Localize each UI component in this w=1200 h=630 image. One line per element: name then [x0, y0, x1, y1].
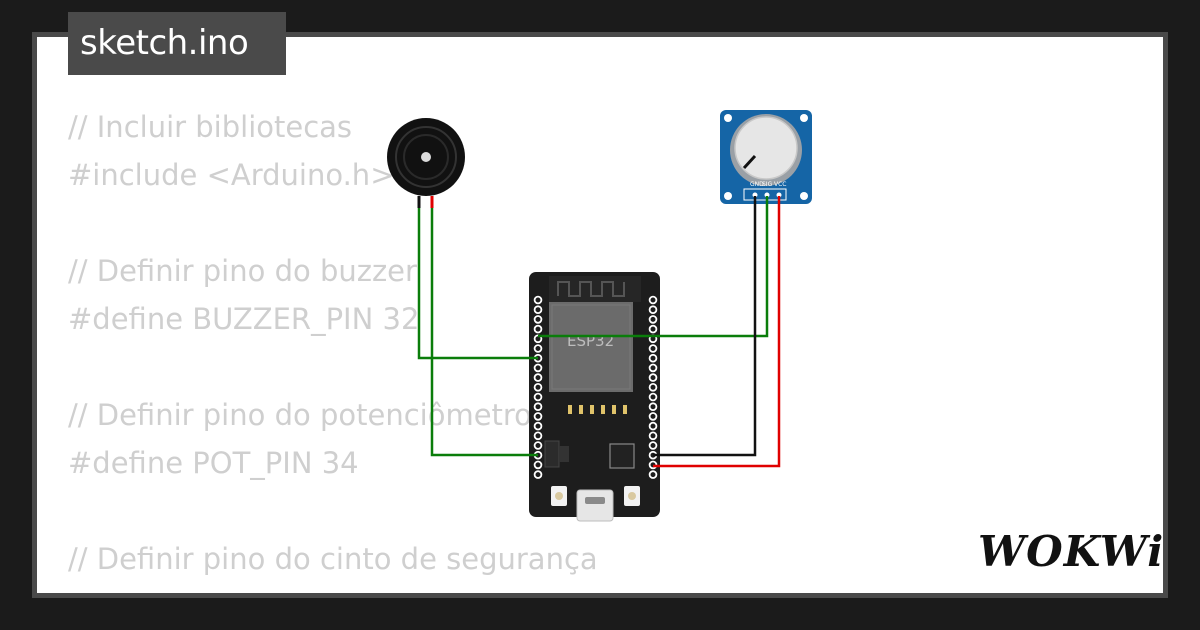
header-pin[interactable] [533, 295, 543, 305]
header-pin[interactable] [533, 441, 543, 450]
module-pad [579, 405, 583, 414]
header-pin[interactable] [648, 315, 658, 324]
header-pin[interactable] [648, 470, 658, 479]
potentiometer-knob-indicator [742, 154, 757, 170]
header-pin[interactable] [533, 470, 543, 479]
esp32-module [549, 302, 633, 392]
buzzer[interactable] [387, 118, 465, 208]
code-line: #include <Arduino.h> [68, 158, 395, 192]
header-pin[interactable] [533, 460, 543, 470]
usb-uart-chip [609, 443, 635, 469]
usb-port[interactable] [576, 489, 614, 522]
wires [417, 196, 781, 468]
header-pin[interactable] [648, 402, 658, 412]
header-pin[interactable] [533, 431, 543, 441]
code-line: // Incluir bibliotecas [68, 110, 353, 144]
header-pin[interactable] [648, 344, 658, 353]
potentiometer-pin-label: VCC [774, 181, 786, 188]
header-pin[interactable] [648, 363, 658, 373]
header-pin[interactable] [533, 402, 543, 412]
code-line: // Definir pino do potenciômetro [68, 398, 532, 432]
right-pin-header [648, 295, 658, 479]
header-pin[interactable] [648, 441, 658, 450]
header-pin[interactable] [533, 305, 543, 315]
header-pin[interactable] [648, 382, 658, 392]
header-pin[interactable] [533, 373, 543, 382]
header-pin[interactable] [648, 392, 658, 402]
code-line: #define POT_PIN 34 [68, 446, 359, 480]
header-pin[interactable] [533, 363, 543, 373]
module-pad [568, 405, 572, 414]
header-pin[interactable] [648, 295, 658, 305]
wire-buzzer-negative[interactable] [417, 208, 538, 360]
esp32-board[interactable]: ESP32 [529, 272, 660, 522]
header-pin[interactable] [533, 324, 543, 334]
header-pin[interactable] [648, 353, 658, 363]
header-pin[interactable] [533, 392, 543, 402]
module-pad [623, 405, 627, 414]
header-pin[interactable] [648, 324, 658, 334]
header-pin[interactable] [648, 421, 658, 431]
code-line: // Definir pino do buzzer [68, 254, 417, 288]
esp32-chip-label: ESP32 [567, 332, 614, 350]
header-pin[interactable] [533, 382, 543, 392]
potentiometer-pin-label: GND [750, 181, 764, 188]
wire-pot-power[interactable] [653, 196, 781, 468]
module-pad [612, 405, 616, 414]
header-pin[interactable] [648, 305, 658, 315]
module-pads [568, 405, 627, 414]
header-pin[interactable] [533, 412, 543, 421]
code-line: #define SEATBELT_PIN 26 [68, 583, 598, 593]
antenna-trace [557, 281, 625, 297]
code-line: // Definir pino do cinto de segurança [68, 542, 598, 576]
sketch-filename: sketch.ino [80, 23, 249, 63]
wokwi-logo: WOKWi [978, 527, 1165, 576]
header-pin[interactable] [648, 373, 658, 382]
code-line: #define BUZZER_PIN 32 [68, 302, 420, 336]
header-pin[interactable] [648, 431, 658, 441]
potentiometer-pin-label: SIG [762, 181, 773, 188]
wire-buzzer-positive[interactable] [430, 208, 538, 457]
sketch-filename-tab[interactable]: sketch.ino [68, 12, 286, 75]
code-preview: // Incluir bibliotecas #include <Arduino.… [68, 103, 598, 593]
voltage-regulator [544, 440, 560, 468]
potentiometer-knob[interactable] [734, 116, 798, 180]
module-pad [590, 405, 594, 414]
wire-pot-ground[interactable] [653, 196, 757, 457]
left-pin-header [533, 295, 543, 479]
header-pin[interactable] [648, 412, 658, 421]
header-pin[interactable] [533, 344, 543, 353]
header-pin[interactable] [533, 315, 543, 324]
header-pin[interactable] [533, 421, 543, 431]
wire-pot-signal[interactable] [538, 196, 769, 338]
module-pad [601, 405, 605, 414]
